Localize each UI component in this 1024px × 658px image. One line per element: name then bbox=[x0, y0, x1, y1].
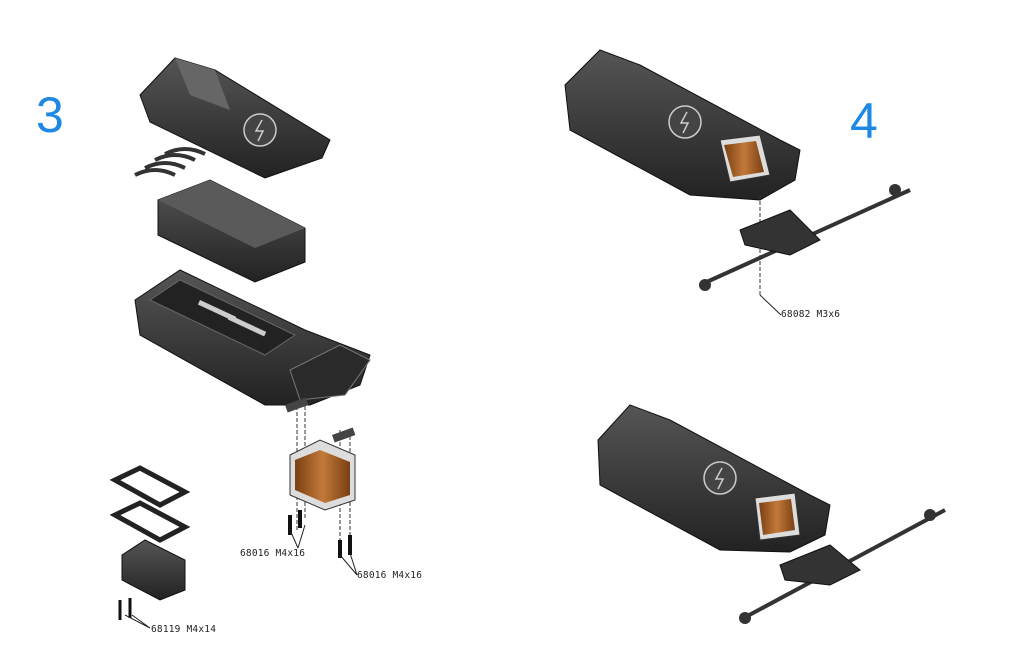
screw-label-servo-small: 68119 M4x14 bbox=[151, 624, 217, 635]
screws bbox=[288, 510, 352, 558]
assembly-step4-bottom bbox=[597, 404, 946, 624]
battery-cover bbox=[139, 57, 331, 179]
screw-label-servo-left: 68016 M4x16 bbox=[240, 548, 306, 559]
servo-step3 bbox=[285, 397, 356, 558]
lightning-logo-icon bbox=[243, 113, 277, 147]
step-number-3: 3 bbox=[36, 87, 64, 143]
leader-lines bbox=[124, 294, 782, 629]
battery-pack bbox=[134, 147, 306, 283]
screw-label-linkage: 68082 M3x6 bbox=[781, 309, 841, 320]
battery-tray bbox=[134, 269, 371, 406]
assembly-step4-top bbox=[564, 49, 911, 295]
step-number-4: 4 bbox=[850, 93, 878, 149]
servo-small bbox=[109, 465, 191, 620]
screw-label-servo-right: 68016 M4x16 bbox=[357, 570, 423, 581]
